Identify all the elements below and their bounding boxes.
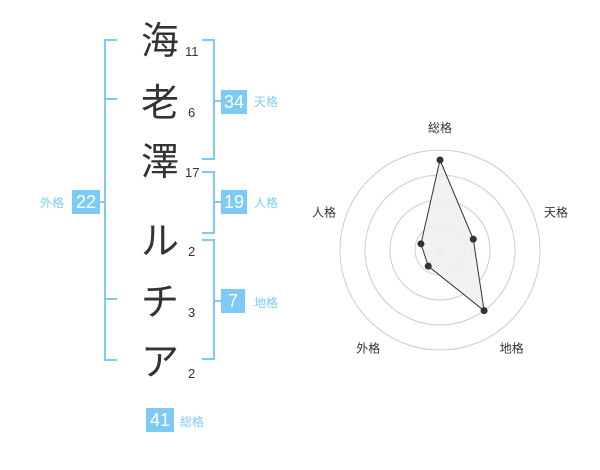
- jinkaku-value-box: 19: [221, 190, 247, 214]
- radar-axis-label-1: 総格: [428, 120, 452, 135]
- radar-ring-4: [339, 149, 541, 351]
- name-char-3: 澤: [140, 140, 179, 184]
- name-char-5: チ: [140, 280, 179, 324]
- stroke-count-2: 6: [188, 105, 196, 120]
- stroke-count-5: 3: [188, 305, 196, 320]
- radar-point-2: [469, 235, 477, 243]
- name-char-2: 老: [140, 81, 179, 125]
- name-char-1: 海: [140, 19, 179, 63]
- stroke-count-1: 11: [185, 44, 199, 59]
- radar-axis-label-2: 天格: [544, 204, 568, 219]
- tenkaku-label: 天格: [254, 95, 279, 109]
- radar-axis-label-3: 地格: [500, 341, 524, 356]
- radar-axis-label-5: 人格: [312, 204, 336, 219]
- chikaku-label: 地格: [254, 296, 279, 310]
- radar-point-5: [417, 240, 425, 248]
- chikaku-value-box: 7: [221, 289, 245, 313]
- radar-point-4: [424, 262, 432, 270]
- radar-point-3: [480, 307, 488, 315]
- soukaku-label: 総格: [180, 415, 205, 429]
- soukaku-value-box: 41: [146, 408, 174, 432]
- tenkaku-value-box: 34: [221, 90, 247, 114]
- gaikaku-label: 外格: [40, 196, 65, 210]
- stroke-count-3: 17: [185, 165, 200, 180]
- radar-series-shape: [420, 158, 485, 312]
- stroke-count-6: 2: [188, 366, 196, 381]
- stroke-count-4: 2: [188, 244, 196, 259]
- radar-point-1: [436, 156, 444, 164]
- radar-axis-label-4: 外格: [356, 341, 380, 356]
- name-char-6: ア: [140, 340, 179, 384]
- radar-points: [417, 156, 488, 315]
- gaikaku-bracket: [100, 39, 117, 361]
- jinkaku-label: 人格: [254, 196, 279, 210]
- name-char-4: ル: [140, 219, 179, 263]
- gaikaku-value-box: 22: [72, 190, 100, 214]
